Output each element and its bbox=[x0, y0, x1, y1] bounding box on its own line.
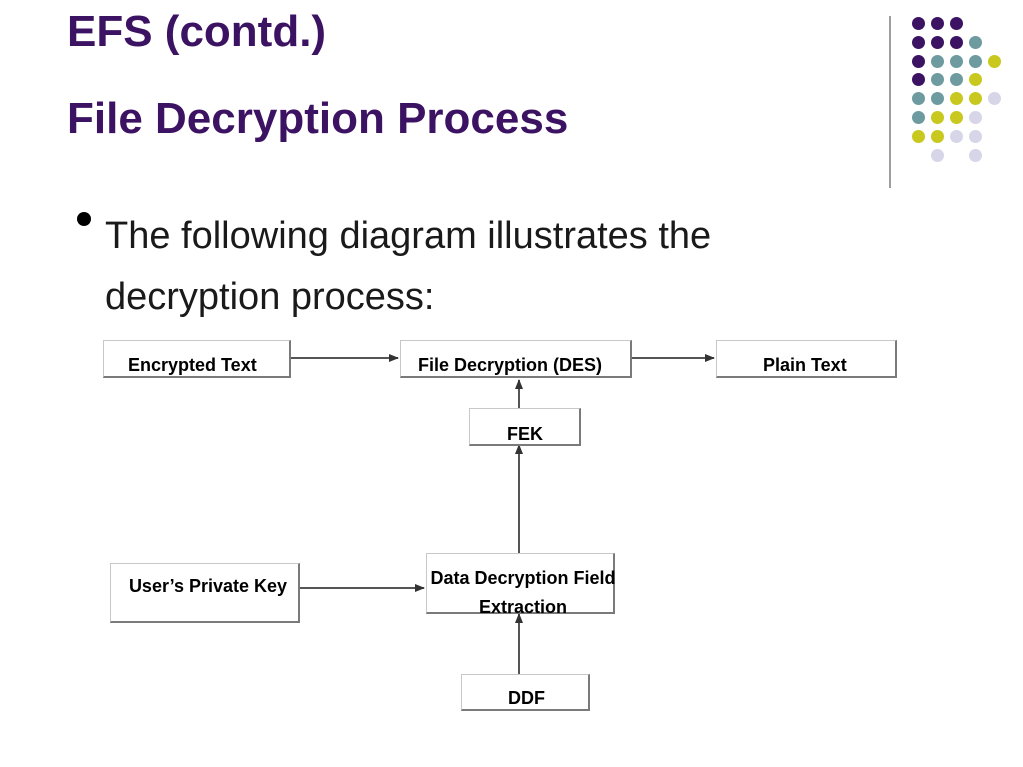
bullet-text: The following diagram illustrates the de… bbox=[105, 215, 712, 318]
node-fek-label: FEK bbox=[507, 424, 543, 444]
node-file-decryption-label: File Decryption (DES) bbox=[418, 355, 603, 375]
node-file-decryption bbox=[400, 340, 632, 378]
slide-subtitle: File Decryption Process bbox=[67, 94, 569, 143]
node-ddf-label: DDF bbox=[508, 688, 545, 708]
bullet-icon bbox=[77, 212, 91, 226]
node-users-private-key-label: User’s Private Key bbox=[128, 576, 288, 596]
node-users-private-key bbox=[110, 563, 300, 623]
node-ddf-extraction-label: Data Decryption Field Extraction bbox=[430, 568, 616, 617]
node-encrypted-text-label: Encrypted Text bbox=[128, 355, 257, 375]
node-ddf-extraction bbox=[426, 553, 615, 614]
title-divider bbox=[889, 16, 891, 188]
node-encrypted-text bbox=[103, 340, 291, 378]
node-plain-text bbox=[716, 340, 897, 378]
slide-title: EFS (contd.) bbox=[67, 7, 327, 56]
node-plain-text-label: Plain Text bbox=[763, 355, 847, 375]
node-fek bbox=[469, 408, 581, 446]
node-ddf bbox=[461, 674, 590, 711]
